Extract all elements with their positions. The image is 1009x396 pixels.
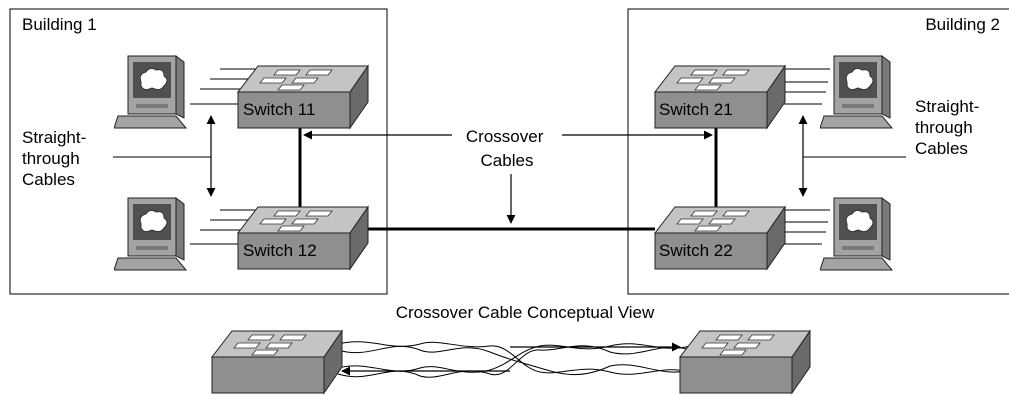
straight-through-label-left: Straight- through Cables xyxy=(22,128,91,189)
switch-22-label: Switch 22 xyxy=(659,241,733,260)
straight-through-label-right: Straight- through Cables xyxy=(915,97,984,158)
workstation-b2-bottom xyxy=(820,197,893,271)
workstation-b1-top xyxy=(114,55,187,129)
building-1-label: Building 1 xyxy=(22,15,97,34)
conceptual-switch-right xyxy=(679,330,811,394)
workstation-b2-top xyxy=(820,55,893,129)
switch-11-label: Switch 11 xyxy=(243,100,315,119)
conceptual-switch-left xyxy=(211,330,343,394)
switch-12-label: Switch 12 xyxy=(243,241,317,260)
crossover-label: Crossover Cables xyxy=(466,127,548,170)
building-2-label: Building 2 xyxy=(925,15,1000,34)
building-1-frame xyxy=(9,8,388,295)
building-2-frame xyxy=(627,8,1009,295)
conceptual-view-title: Crossover Cable Conceptual View xyxy=(396,303,655,322)
switch-21-label: Switch 21 xyxy=(659,100,733,119)
workstation-b1-bottom xyxy=(114,197,187,271)
